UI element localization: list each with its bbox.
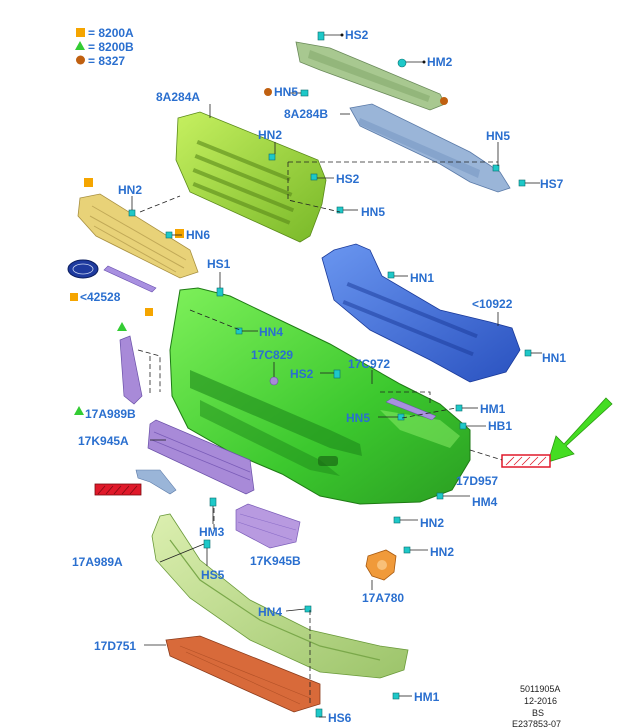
label-hn4-a: HN4 bbox=[259, 325, 283, 339]
label-8a284b: 8A284B bbox=[284, 107, 328, 121]
yellow-grille-part bbox=[77, 193, 199, 279]
marker-circle-icon bbox=[440, 97, 448, 105]
label-hn1-b: HN1 bbox=[542, 351, 566, 365]
label-17d751: 17D751 bbox=[94, 639, 136, 653]
fog-lamp-17a780-part bbox=[365, 549, 397, 581]
label-hs2-low: HS2 bbox=[290, 367, 314, 381]
leader-lines bbox=[131, 33, 542, 718]
label-hm4: HM4 bbox=[472, 495, 498, 509]
label-hs2-top: HS2 bbox=[345, 28, 369, 42]
label-hb1: HB1 bbox=[488, 419, 512, 433]
label-hs1: HS1 bbox=[207, 257, 231, 271]
lower-valance-17a989a-part bbox=[151, 513, 409, 679]
label-hs5: HS5 bbox=[201, 568, 225, 582]
label-17k945b: 17K945B bbox=[250, 554, 301, 568]
label-17a989b: 17A989B bbox=[85, 407, 136, 421]
label-hm1-a: HM1 bbox=[480, 402, 506, 416]
label-hs2-mid: HS2 bbox=[336, 172, 360, 186]
marker-circle-icon bbox=[264, 88, 272, 96]
label-hn2-c: HN2 bbox=[420, 516, 444, 530]
highlight-box-left-hatch bbox=[97, 485, 138, 495]
label-8a284a: 8A284A bbox=[156, 90, 200, 104]
legend-square-icon bbox=[76, 28, 85, 37]
label-hn5-right: HN5 bbox=[486, 129, 510, 143]
label-hs6: HS6 bbox=[328, 711, 352, 725]
label-hn1-a: HN1 bbox=[410, 271, 434, 285]
footer-image-id: E237853-07 bbox=[512, 719, 561, 727]
label-hm1-b: HM1 bbox=[414, 690, 440, 704]
legend-8200b: = 8200B bbox=[88, 40, 134, 54]
label-10922: <10922 bbox=[472, 297, 513, 311]
label-17c972: 17C972 bbox=[348, 357, 390, 371]
marker-triangle-icon bbox=[74, 406, 84, 415]
label-hn2-a: HN2 bbox=[258, 128, 282, 142]
skid-plate-17d751-part bbox=[165, 635, 321, 713]
label-hm3: HM3 bbox=[199, 525, 225, 539]
upper-bracket-8a284b-part bbox=[349, 103, 511, 193]
bumper-cover-17d957-part bbox=[169, 287, 471, 505]
label-17c829: 17C829 bbox=[251, 348, 293, 362]
alignment-lines bbox=[137, 161, 503, 704]
green-arrow-icon bbox=[547, 397, 613, 463]
label-hn5-top: HN5 bbox=[274, 85, 298, 99]
lower-grille-17k945b-part bbox=[235, 503, 301, 549]
part-labels: HS2 HM2 HN5 8A284B 8A284A HN2 HN5 HS2 HS… bbox=[72, 28, 566, 725]
footer-date: 12-2016 bbox=[524, 696, 557, 706]
ford-emblem-icon bbox=[67, 259, 99, 279]
upper-grille-8a284a-part bbox=[175, 111, 327, 243]
marker-square-icon bbox=[70, 293, 78, 301]
label-hn6: HN6 bbox=[186, 228, 210, 242]
legend: = 8200A = 8200B = 8327 bbox=[75, 26, 134, 68]
footer-ref: 5011905A bbox=[520, 684, 560, 694]
strip-42528-part bbox=[103, 265, 157, 293]
label-hn4-b: HN4 bbox=[258, 605, 282, 619]
label-hn2-b: HN2 bbox=[118, 183, 142, 197]
marker-triangle-icon bbox=[117, 322, 127, 331]
impact-beam-10922-part bbox=[321, 243, 521, 383]
clip-17c829-icon bbox=[269, 376, 279, 386]
legend-triangle-icon bbox=[75, 41, 85, 50]
top-bracket-part bbox=[295, 41, 446, 111]
side-bracket-17a989b-part bbox=[119, 335, 143, 405]
footer-code: BS bbox=[532, 708, 544, 718]
label-17k945a: 17K945A bbox=[78, 434, 129, 448]
marker-square-icon bbox=[84, 178, 93, 187]
legend-8200a: = 8200A bbox=[88, 26, 134, 40]
footer: 5011905A 12-2016 BS E237853-07 bbox=[512, 684, 561, 727]
highlight-box-right-hatch bbox=[505, 456, 547, 466]
label-hn5-mid: HN5 bbox=[361, 205, 385, 219]
label-17a989a: 17A989A bbox=[72, 555, 123, 569]
label-hm2: HM2 bbox=[427, 55, 453, 69]
marker-square-icon bbox=[175, 229, 184, 238]
marker-square-icon bbox=[145, 308, 153, 316]
label-hs7: HS7 bbox=[540, 177, 564, 191]
label-42528: <42528 bbox=[80, 290, 121, 304]
bracket-17c972-part bbox=[385, 397, 437, 421]
label-hn5-low: HN5 bbox=[346, 411, 370, 425]
lower-grille-17k945a-part bbox=[147, 419, 255, 495]
legend-8327: = 8327 bbox=[88, 54, 125, 68]
label-hn2-d: HN2 bbox=[430, 545, 454, 559]
label-17a780: 17A780 bbox=[362, 591, 404, 605]
lower-bracket-part bbox=[135, 469, 177, 495]
label-17d957: 17D957 bbox=[456, 474, 498, 488]
legend-circle-icon bbox=[76, 55, 85, 65]
